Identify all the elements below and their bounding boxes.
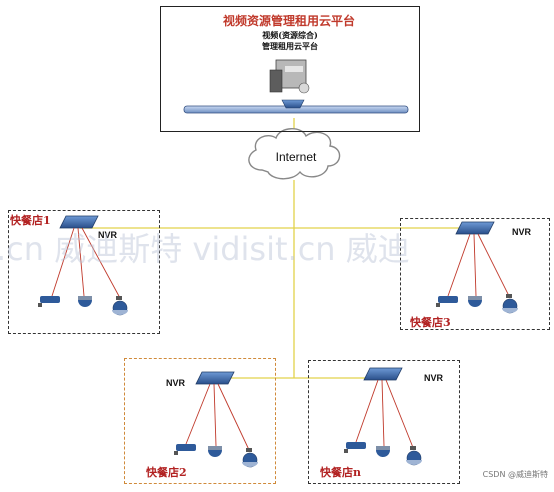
switch-icon-store2	[195, 371, 235, 385]
store-label-3: 快餐店3	[410, 316, 451, 329]
nvr-label-store3: NVR	[512, 227, 532, 237]
dome-camera-icon	[78, 296, 92, 307]
bullet-camera-icon	[174, 444, 196, 455]
store-box-2	[124, 358, 276, 484]
camera-links	[51, 227, 511, 453]
nvr-label-store2: NVR	[166, 378, 186, 388]
switch-icon-storen	[363, 367, 403, 381]
bullet-camera-icon	[38, 296, 60, 307]
platform-subtitle: 视频(资源综合) 管理租用云平台	[230, 30, 350, 52]
platform-title: 视频资源管理租用云平台	[222, 14, 355, 28]
dome-camera-icon	[376, 446, 390, 457]
switch-icons	[59, 215, 495, 385]
camera-group-store2	[174, 444, 258, 468]
dome-camera-icon	[468, 296, 482, 307]
ptz-camera-icon	[112, 296, 128, 316]
ptz-camera-icon	[242, 448, 258, 468]
platform-subtitle-line2: 管理租用云平台	[262, 41, 318, 51]
platform-subtitle-line1: 视频(资源综合)	[262, 30, 318, 40]
internet-label: Internet	[275, 150, 317, 164]
store-label-n: 快餐店n	[320, 466, 361, 479]
store-box-1	[8, 210, 160, 334]
server-switch-icon	[281, 99, 305, 109]
nvr-label-store1: NVR	[98, 230, 118, 240]
ptz-camera-icon	[406, 446, 422, 466]
store-label-1: 快餐店1	[10, 214, 51, 227]
dome-camera-icon	[208, 446, 222, 457]
nvr-label-storen: NVR	[424, 373, 444, 383]
switch-icon-store1	[59, 215, 99, 229]
switch-icon-store3	[455, 221, 495, 235]
watermark-text: .cn 威迪斯特 vidisit.cn 威迪	[0, 230, 410, 268]
cloud-platform-box	[160, 6, 420, 132]
camera-group-store1	[38, 296, 128, 316]
store-label-2: 快餐店2	[146, 466, 187, 479]
source-credit: CSDN @威迪斯特	[482, 470, 548, 479]
cloud-server	[183, 59, 409, 114]
bullet-camera-icon	[436, 296, 458, 307]
internet-cloud	[248, 128, 341, 180]
bullet-camera-icon	[344, 442, 366, 453]
camera-group-store3	[436, 294, 518, 314]
network-links	[80, 118, 476, 379]
ptz-camera-icon	[502, 294, 518, 314]
camera-group-storen	[344, 442, 422, 466]
store-box-n	[308, 360, 460, 484]
store-box-3	[400, 218, 550, 330]
